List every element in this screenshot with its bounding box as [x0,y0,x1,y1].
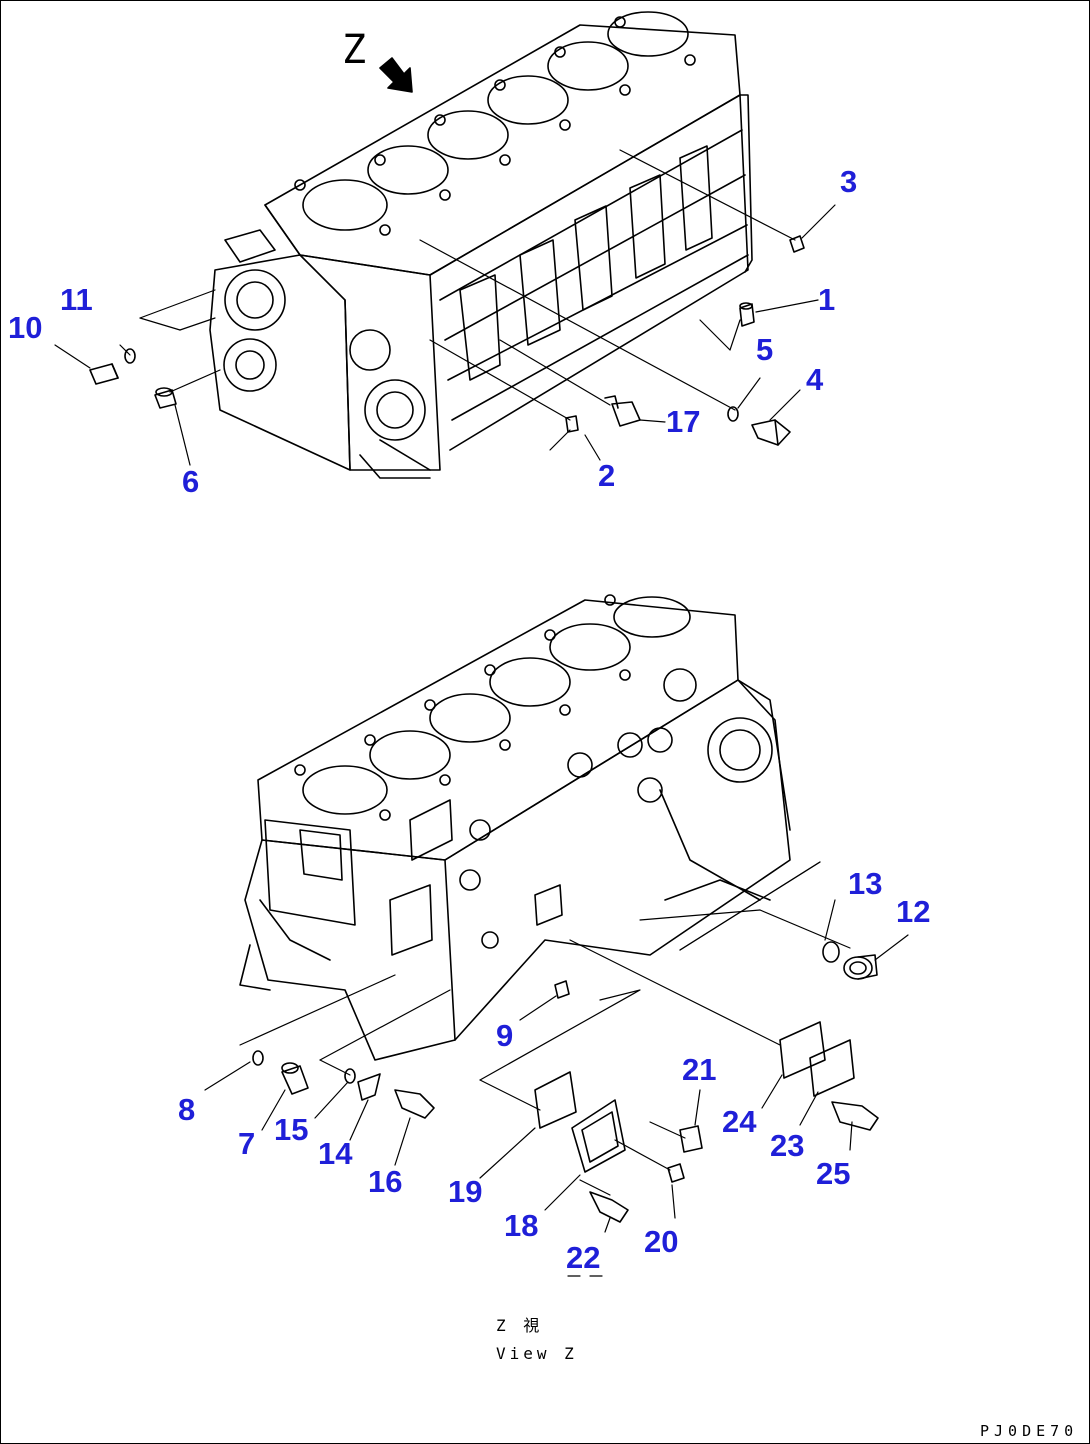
view-direction-arrow [379,57,413,93]
drawing-code: PJ0DE70 [980,1422,1079,1440]
view-marker-label: Z [342,27,367,73]
callout-8: 8 [178,1092,196,1127]
callout-19: 19 [448,1174,483,1209]
callout-17: 17 [666,404,701,439]
upper-leader-lines [54,149,836,466]
callout-14: 14 [318,1136,353,1171]
callout-16: 16 [368,1164,403,1199]
lower-leader-lines [204,861,909,1277]
callout-7: 7 [238,1126,256,1161]
engine-block-lower [239,594,791,1061]
callout-21: 21 [682,1052,717,1087]
callout-3: 3 [840,164,858,199]
callout-11: 11 [60,282,93,317]
callout-13: 13 [848,866,883,901]
callout-25: 25 [816,1156,851,1191]
callout-1: 1 [818,282,836,317]
callout-12: 12 [896,894,931,929]
callout-10: 10 [8,310,43,345]
callout-22: 22 [566,1240,601,1275]
callout-15: 15 [274,1112,309,1147]
lower-parts [252,941,879,1223]
callout-20: 20 [644,1224,679,1259]
engine-block-upper [209,11,753,479]
view-caption-jp: Z 視 [496,1316,544,1335]
callout-18: 18 [504,1208,539,1243]
callout-23: 23 [770,1128,805,1163]
callout-5: 5 [756,332,774,367]
callout-6: 6 [182,464,200,499]
callout-24: 24 [722,1104,757,1139]
view-caption-en: View Z [496,1344,578,1363]
callout-4: 4 [806,362,824,397]
callout-2: 2 [598,458,616,493]
callout-9: 9 [496,1018,514,1053]
